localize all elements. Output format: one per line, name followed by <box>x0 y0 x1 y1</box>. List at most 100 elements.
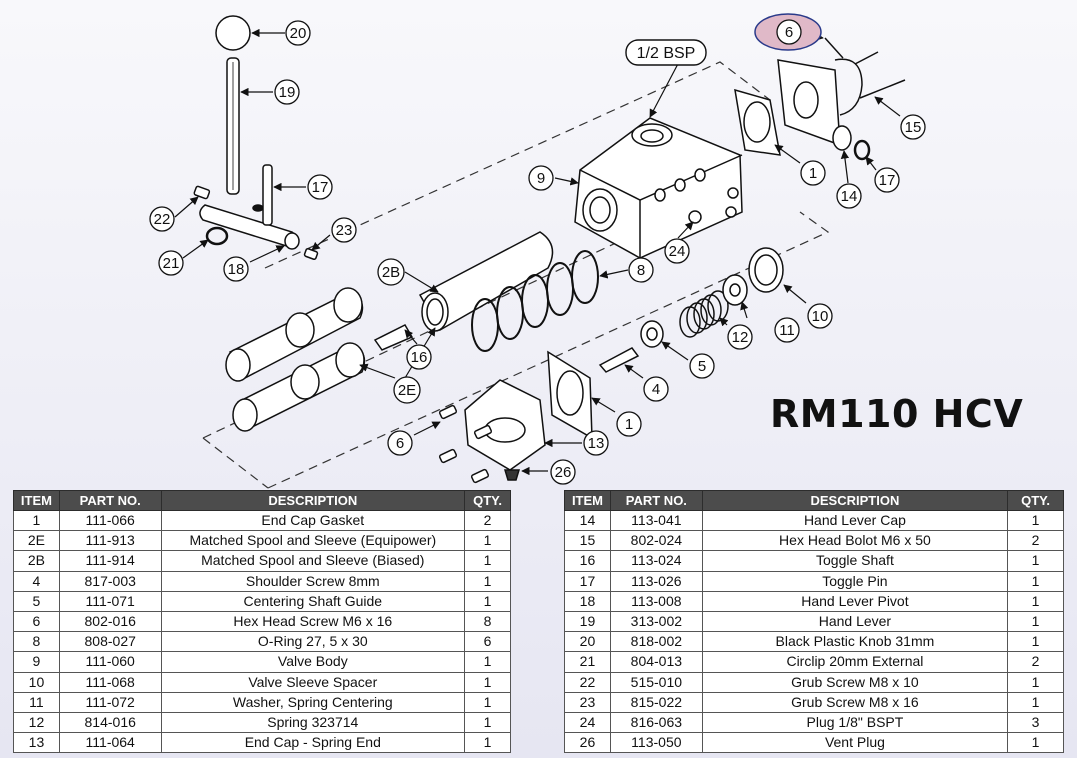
cell-description: End Cap - Spring End <box>160 732 466 754</box>
cell-item: 18 <box>564 590 611 612</box>
callout-bubble: 14 <box>836 183 862 209</box>
hand-lever-assembly <box>193 15 319 260</box>
cell-qty: 1 <box>464 550 511 572</box>
cell-description: Grub Screw M8 x 16 <box>701 691 1009 713</box>
callout-bubble: 6 <box>387 430 413 456</box>
cell-description: Centering Shaft Guide <box>160 590 466 612</box>
cell-part-no: 815-022 <box>609 691 703 713</box>
callout-bubble: 23 <box>331 217 357 243</box>
cell-item: 13 <box>13 732 60 754</box>
table-header-row: ITEM PART NO. DESCRIPTION QTY. <box>564 490 1064 511</box>
cell-description: Spring 323714 <box>160 711 466 734</box>
cell-part-no: 313-002 <box>609 610 703 633</box>
cell-part-no: 113-050 <box>609 732 703 754</box>
header-item: ITEM <box>13 490 60 511</box>
cell-part-no: 111-060 <box>58 651 162 673</box>
callout-bubble: 12 <box>727 324 753 350</box>
callout-number: 17 <box>312 179 329 196</box>
cell-item: 6 <box>13 610 60 633</box>
cell-qty: 1 <box>1007 570 1064 592</box>
cell-description: Hand Lever Cap <box>701 509 1009 532</box>
cell-description: Circlip 20mm External <box>701 651 1009 673</box>
cell-qty: 1 <box>1007 671 1064 693</box>
cell-qty: 1 <box>1007 610 1064 633</box>
callout-bubble: 19 <box>274 79 300 105</box>
callout-number: 6 <box>396 435 404 452</box>
cell-item: 21 <box>564 651 611 673</box>
callout-bubble: 8 <box>628 257 654 283</box>
cell-description: Black Plastic Knob 31mm <box>701 631 1009 653</box>
cell-item: 11 <box>13 691 60 713</box>
callout-number: 6 <box>785 24 793 41</box>
callout-bubble: 16 <box>406 344 432 370</box>
cell-qty: 1 <box>464 732 511 754</box>
cell-item: 12 <box>13 711 60 734</box>
cell-description: Valve Sleeve Spacer <box>160 671 466 693</box>
cell-qty: 1 <box>464 651 511 673</box>
cell-description: Grub Screw M8 x 10 <box>701 671 1009 693</box>
callout-bubble: 26 <box>550 459 576 485</box>
cell-qty: 1 <box>464 570 511 592</box>
cell-qty: 1 <box>1007 550 1064 572</box>
cell-description: O-Ring 27, 5 x 30 <box>160 631 466 653</box>
port-label: 1/2 BSP <box>625 39 707 66</box>
cell-part-no: 111-071 <box>58 590 162 612</box>
callout-bubble: 11 <box>774 317 800 343</box>
callout-bubble: 24 <box>664 238 690 264</box>
callout-number: 4 <box>652 381 660 398</box>
cell-item: 19 <box>564 610 611 633</box>
callout-bubble: 1 <box>800 160 826 186</box>
callout-number: 15 <box>905 119 922 136</box>
callout-number: 23 <box>336 222 353 239</box>
cell-part-no: 113-026 <box>609 570 703 592</box>
callout-number: 14 <box>841 188 858 205</box>
cell-item: 2E <box>13 530 60 552</box>
callout-number: 21 <box>163 255 180 272</box>
cell-qty: 6 <box>464 631 511 653</box>
header-qty: QTY. <box>464 490 511 511</box>
cell-part-no: 111-914 <box>58 550 162 572</box>
cell-description: Shoulder Screw 8mm <box>160 570 466 592</box>
cell-part-no: 515-010 <box>609 671 703 693</box>
cell-part-no: 802-024 <box>609 530 703 552</box>
callout-bubble: 9 <box>528 165 554 191</box>
callout-number: 13 <box>588 435 605 452</box>
cell-part-no: 816-063 <box>609 711 703 734</box>
cell-qty: 1 <box>464 711 511 734</box>
callout-bubble: 6 <box>776 19 802 45</box>
cell-qty: 1 <box>464 671 511 693</box>
callouts: 20 19 17 22 23 21 18 6 15 17 14 1 9 24 8… <box>149 19 926 485</box>
callout-bubble: 21 <box>158 250 184 276</box>
cell-item: 9 <box>13 651 60 673</box>
cell-part-no: 111-066 <box>58 509 162 532</box>
cell-item: 14 <box>564 509 611 532</box>
callout-number: 19 <box>279 84 296 101</box>
cell-qty: 2 <box>1007 530 1064 552</box>
callout-number: 1 <box>809 165 817 182</box>
callout-bubble: 2B <box>377 258 405 286</box>
spools <box>225 287 414 432</box>
cell-description: Matched Spool and Sleeve (Biased) <box>160 550 466 572</box>
header-description: DESCRIPTION <box>701 490 1009 511</box>
callout-bubble: 5 <box>689 353 715 379</box>
cell-description: Toggle Shaft <box>701 550 1009 572</box>
cell-item: 26 <box>564 732 611 754</box>
callout-bubble: 13 <box>583 430 609 456</box>
centering-parts <box>598 247 784 373</box>
callout-bubble: 1 <box>616 411 642 437</box>
port-label-text: 1/2 BSP <box>637 45 696 62</box>
